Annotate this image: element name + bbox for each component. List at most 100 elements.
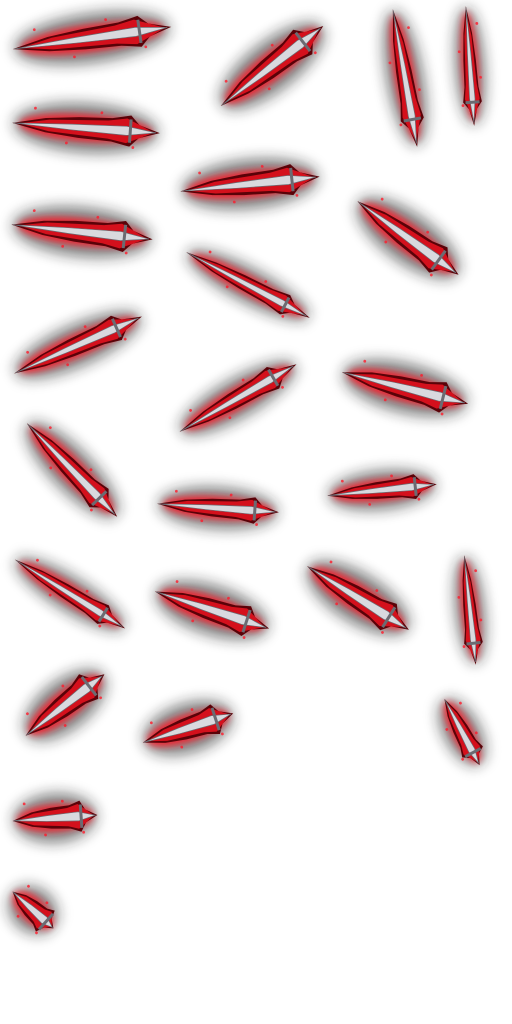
ember-spark — [36, 558, 39, 562]
ember-spark — [363, 359, 367, 363]
ember-spark — [60, 799, 64, 803]
ember-spark — [82, 830, 86, 834]
cross-guard — [127, 119, 133, 143]
ember-spark — [124, 251, 128, 255]
cross-guard — [267, 368, 280, 387]
blade-sprite — [383, 9, 427, 147]
ember-spark — [96, 215, 100, 219]
ember-spark — [26, 712, 29, 716]
blade-sprite — [12, 793, 98, 843]
blade-sprite — [14, 311, 142, 379]
ember-spark — [198, 171, 201, 175]
ember-spark — [98, 624, 102, 628]
ember-spark — [335, 602, 339, 606]
steel-edge — [444, 699, 480, 764]
ember-spark — [461, 757, 465, 761]
ember-spark — [329, 560, 333, 564]
cross-guard — [438, 385, 448, 410]
ember-spark — [340, 479, 344, 483]
ember-spark — [220, 732, 224, 736]
steel-edge — [155, 591, 267, 628]
cross-guard — [37, 912, 55, 931]
blade-sprite — [438, 698, 486, 766]
ember-spark — [228, 416, 232, 420]
steel-edge — [464, 556, 477, 663]
ember-spark — [175, 580, 179, 583]
blade-sprite — [8, 884, 58, 935]
ember-spark — [65, 141, 68, 145]
blade-sprite — [219, 22, 325, 110]
ember-spark — [90, 508, 93, 512]
ember-spark — [388, 61, 392, 65]
steel-edge — [14, 27, 168, 50]
steel-edge — [158, 503, 276, 515]
cross-guard — [80, 676, 98, 697]
steel-edge — [328, 482, 435, 496]
ember-spark — [229, 493, 233, 497]
cross-guard — [121, 224, 128, 249]
blade-sprite — [306, 560, 410, 636]
ember-spark — [384, 240, 388, 244]
ember-spark — [390, 474, 393, 478]
cross-guard — [464, 747, 482, 758]
ember-spark — [191, 619, 195, 623]
ember-spark — [383, 398, 387, 402]
ember-spark — [131, 146, 135, 149]
cross-guard — [111, 318, 122, 338]
steel-edge — [27, 423, 116, 515]
ember-spark — [295, 194, 299, 197]
ember-spark — [479, 618, 483, 622]
ember-spark — [44, 833, 47, 837]
blade-sprite — [341, 359, 469, 417]
ember-spark — [49, 466, 53, 470]
ember-spark — [48, 426, 52, 430]
ember-spark — [260, 164, 264, 168]
ember-spark — [144, 45, 148, 49]
ember-spark — [22, 802, 26, 806]
ember-spark — [255, 523, 258, 526]
ember-spark — [242, 636, 246, 639]
cross-guard — [241, 609, 252, 633]
ember-spark — [420, 373, 423, 377]
ember-spark — [224, 79, 228, 83]
ember-spark — [99, 696, 103, 700]
ember-spark — [149, 721, 153, 725]
blade-sprite — [142, 700, 234, 756]
cross-guard — [465, 100, 480, 105]
steel-edge — [221, 27, 321, 106]
ember-spark — [16, 914, 20, 918]
ember-spark — [189, 408, 192, 412]
ember-spark — [375, 589, 379, 592]
ember-spark — [32, 209, 36, 213]
ember-spark — [264, 280, 268, 283]
ember-spark — [267, 87, 271, 91]
ember-spark — [89, 468, 93, 472]
ember-spark — [241, 378, 245, 382]
blade-sprite — [356, 196, 460, 280]
ember-spark — [61, 244, 65, 248]
cross-guard — [210, 707, 221, 731]
ember-spark — [461, 104, 465, 107]
ember-spark — [61, 684, 65, 688]
cross-guard — [403, 116, 422, 123]
steel-edge — [187, 252, 307, 317]
steel-edge — [26, 675, 103, 736]
ember-spark — [66, 363, 70, 367]
ember-spark — [462, 645, 466, 648]
ember-spark — [459, 701, 462, 705]
steel-edge — [12, 891, 54, 929]
ember-spark — [270, 43, 274, 47]
steel-edge — [181, 175, 317, 192]
ember-spark — [474, 569, 478, 573]
ember-spark — [368, 502, 372, 506]
ember-spark — [457, 50, 461, 54]
blade-sprite — [454, 555, 486, 665]
ember-spark — [475, 22, 479, 25]
cross-guard — [280, 296, 291, 313]
cross-guard — [91, 490, 108, 507]
ember-spark — [34, 106, 37, 110]
ember-spark — [440, 412, 444, 416]
blade-sprite — [179, 360, 297, 436]
ember-spark — [380, 197, 384, 201]
